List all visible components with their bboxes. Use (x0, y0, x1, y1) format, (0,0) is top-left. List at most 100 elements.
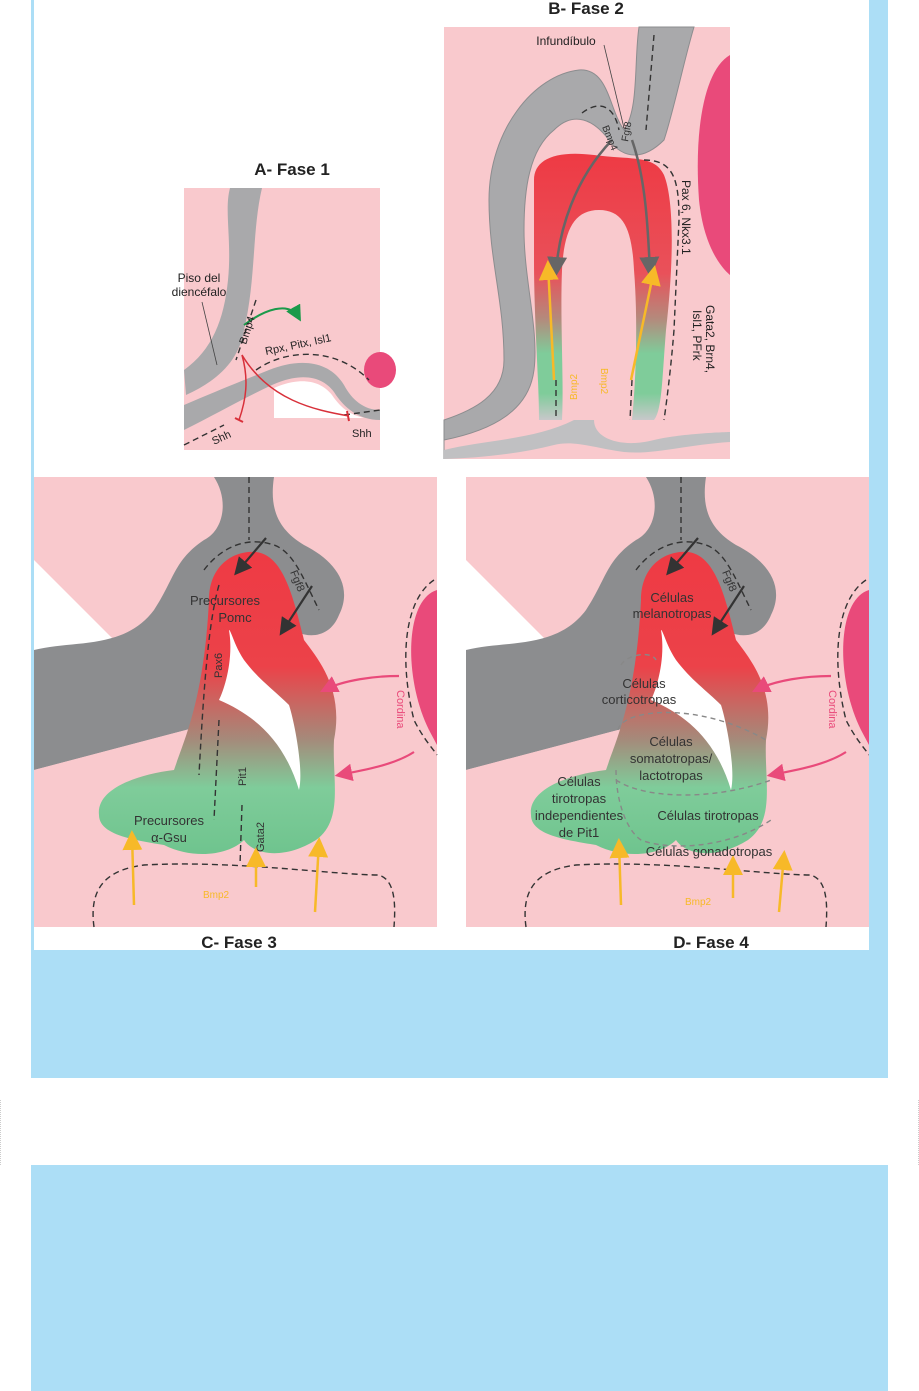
panel-a: A- Fase 1 Piso del diencéfalo Bmp4 Rpx, … (172, 160, 396, 450)
right-blue-border (869, 0, 888, 950)
label-cordina-d: Cordina (826, 690, 838, 729)
label-floor-1: Piso del (178, 271, 221, 285)
rathke-gene-line (255, 353, 370, 381)
label-somato-2: somatotropas/ (630, 751, 713, 766)
fgf8-arrow-d-2 (711, 585, 745, 636)
shh-inhibition-line-left (238, 354, 247, 421)
left-blue-border (31, 0, 34, 950)
bmp4-arrow-b (547, 139, 613, 277)
neural-tube-b (443, 26, 695, 459)
label-tiro-indep-2: tirotropas (552, 791, 607, 806)
panel-c-title: C- Fase 3 (201, 933, 277, 950)
label-gata-1: Gata2, Brn4, (703, 305, 717, 373)
label-tiro-indep-3: independientes (535, 808, 624, 823)
fgf8-arrow-d-1 (666, 537, 699, 576)
blue-band-bottom (31, 1165, 888, 1391)
label-floor-2: diencéfalo (172, 285, 227, 299)
bmp2-arrow-right-b (629, 265, 661, 381)
pit1-dash-c (213, 719, 220, 821)
cordina-arrow-c-2 (334, 751, 415, 782)
label-tirotropas: Células tirotropas (657, 808, 759, 823)
oral-ectoderm-b (444, 420, 730, 459)
bmp2-domain-d (524, 863, 828, 928)
label-gata-2: Isl1, PFrk (690, 310, 704, 362)
panel-d-title: D- Fase 4 (673, 933, 749, 950)
label-pax6: Pax6 (213, 653, 225, 678)
bmp2-dash-right (629, 379, 633, 421)
panel-a-title: A- Fase 1 (254, 160, 330, 179)
cordina-arrow-c-1 (320, 674, 400, 692)
notochord-a (364, 352, 396, 388)
label-cortico-2: corticotropas (602, 692, 677, 707)
label-gonadotropas: Células gonadotropas (646, 844, 773, 859)
label-gsu-2: α-Gsu (151, 830, 187, 845)
label-cordina-c: Cordina (394, 690, 406, 729)
notochord-b (697, 55, 730, 275)
bmp2-arrow-d-1 (609, 838, 630, 906)
notochord-d (843, 590, 869, 745)
label-fgf8-b: Fgf8 (620, 120, 634, 142)
label-cortico-1: Células (622, 676, 666, 691)
thyrotrope-zone (615, 769, 772, 847)
diencephalon-floor (184, 188, 262, 395)
corticotrope-zone (620, 653, 657, 666)
residual-lumen-c (219, 630, 301, 790)
bmp4-domain-line (235, 299, 257, 361)
infundibulum-dash (581, 105, 620, 131)
bmp2-arrow-c-3 (308, 837, 329, 913)
panel-c: Precursores Pomc Fgf8 Pax6 Pit1 Gata2 Pr… (34, 477, 438, 952)
bmp2-arrow-left-b (538, 260, 559, 381)
label-gata2: Gata2 (255, 822, 267, 852)
blue-band-top (31, 950, 888, 1078)
fgf8-arrow-c-2 (279, 585, 313, 636)
panel-a-cavity (274, 381, 364, 418)
label-bmp2-d: Bmp2 (685, 897, 712, 908)
shh-inhibition-line-right (241, 354, 350, 417)
panel-d: Células melanotropas Fgf8 Células cortic… (466, 477, 870, 952)
label-infundibulum: Infundíbulo (536, 34, 596, 48)
oral-ectoderm (184, 362, 380, 430)
label-tiro-indep-4: de Pit1 (559, 825, 599, 840)
label-pomc-1: Precursores (190, 593, 261, 608)
fgf8-dash (645, 34, 655, 131)
bmp4-induction-arrow (243, 303, 301, 326)
left-edge-marker (0, 1100, 2, 1165)
notochord-c (411, 590, 437, 745)
neural-tissue-c (34, 477, 345, 770)
bmp2-arrow-c-1 (122, 830, 143, 906)
pax-gene-dash (643, 159, 680, 421)
somatotrope-zone-top (617, 711, 767, 741)
panel-b-title: B- Fase 2 (548, 0, 624, 18)
infundibulum-leader (603, 44, 625, 129)
cordina-arrow-d-2 (766, 751, 847, 782)
label-gsu-1: Precursores (134, 813, 205, 828)
shh-line-right (343, 409, 381, 416)
shh-line-left (183, 424, 225, 446)
cordina-arrow-d-1 (752, 674, 832, 692)
label-bmp2-right-b: Bmp2 (598, 368, 609, 395)
fgf8-arrow-c-1 (234, 537, 267, 576)
label-bmp2-left-b: Bmp2 (569, 373, 580, 400)
pax6-dash-c (198, 584, 220, 776)
somatotrope-zone-bottom (615, 779, 772, 796)
fgf8-dash-d (635, 541, 752, 611)
gata2-dash-c (239, 804, 243, 866)
pituitary-body-d (530, 551, 769, 855)
label-shh-right: Shh (352, 428, 372, 440)
residual-lumen-d (651, 630, 733, 790)
bmp2-arrow-d-3 (772, 850, 793, 913)
pituitary-development-figure: A- Fase 1 Piso del diencéfalo Bmp4 Rpx, … (34, 0, 870, 952)
label-tiro-indep-1: Células (557, 774, 601, 789)
floor-leader-line (201, 301, 218, 366)
panel-b: B- Fase 2 Infundíbulo Bmp4 Fgf8 Pax 6, N… (443, 0, 730, 459)
fgf8-arrow-b (630, 139, 660, 277)
label-melano-2: melanotropas (633, 606, 712, 621)
label-melano-1: Células (650, 590, 694, 605)
label-pit1: Pit1 (237, 767, 249, 786)
label-somato-1: Células (649, 734, 693, 749)
neural-tissue-d (466, 477, 777, 770)
fgf8-dash-c (203, 541, 320, 611)
label-pomc-2: Pomc (218, 610, 252, 625)
label-pax-nkx: Pax 6, Nkx3.1 (679, 180, 693, 255)
label-bmp2-c: Bmp2 (203, 890, 230, 901)
